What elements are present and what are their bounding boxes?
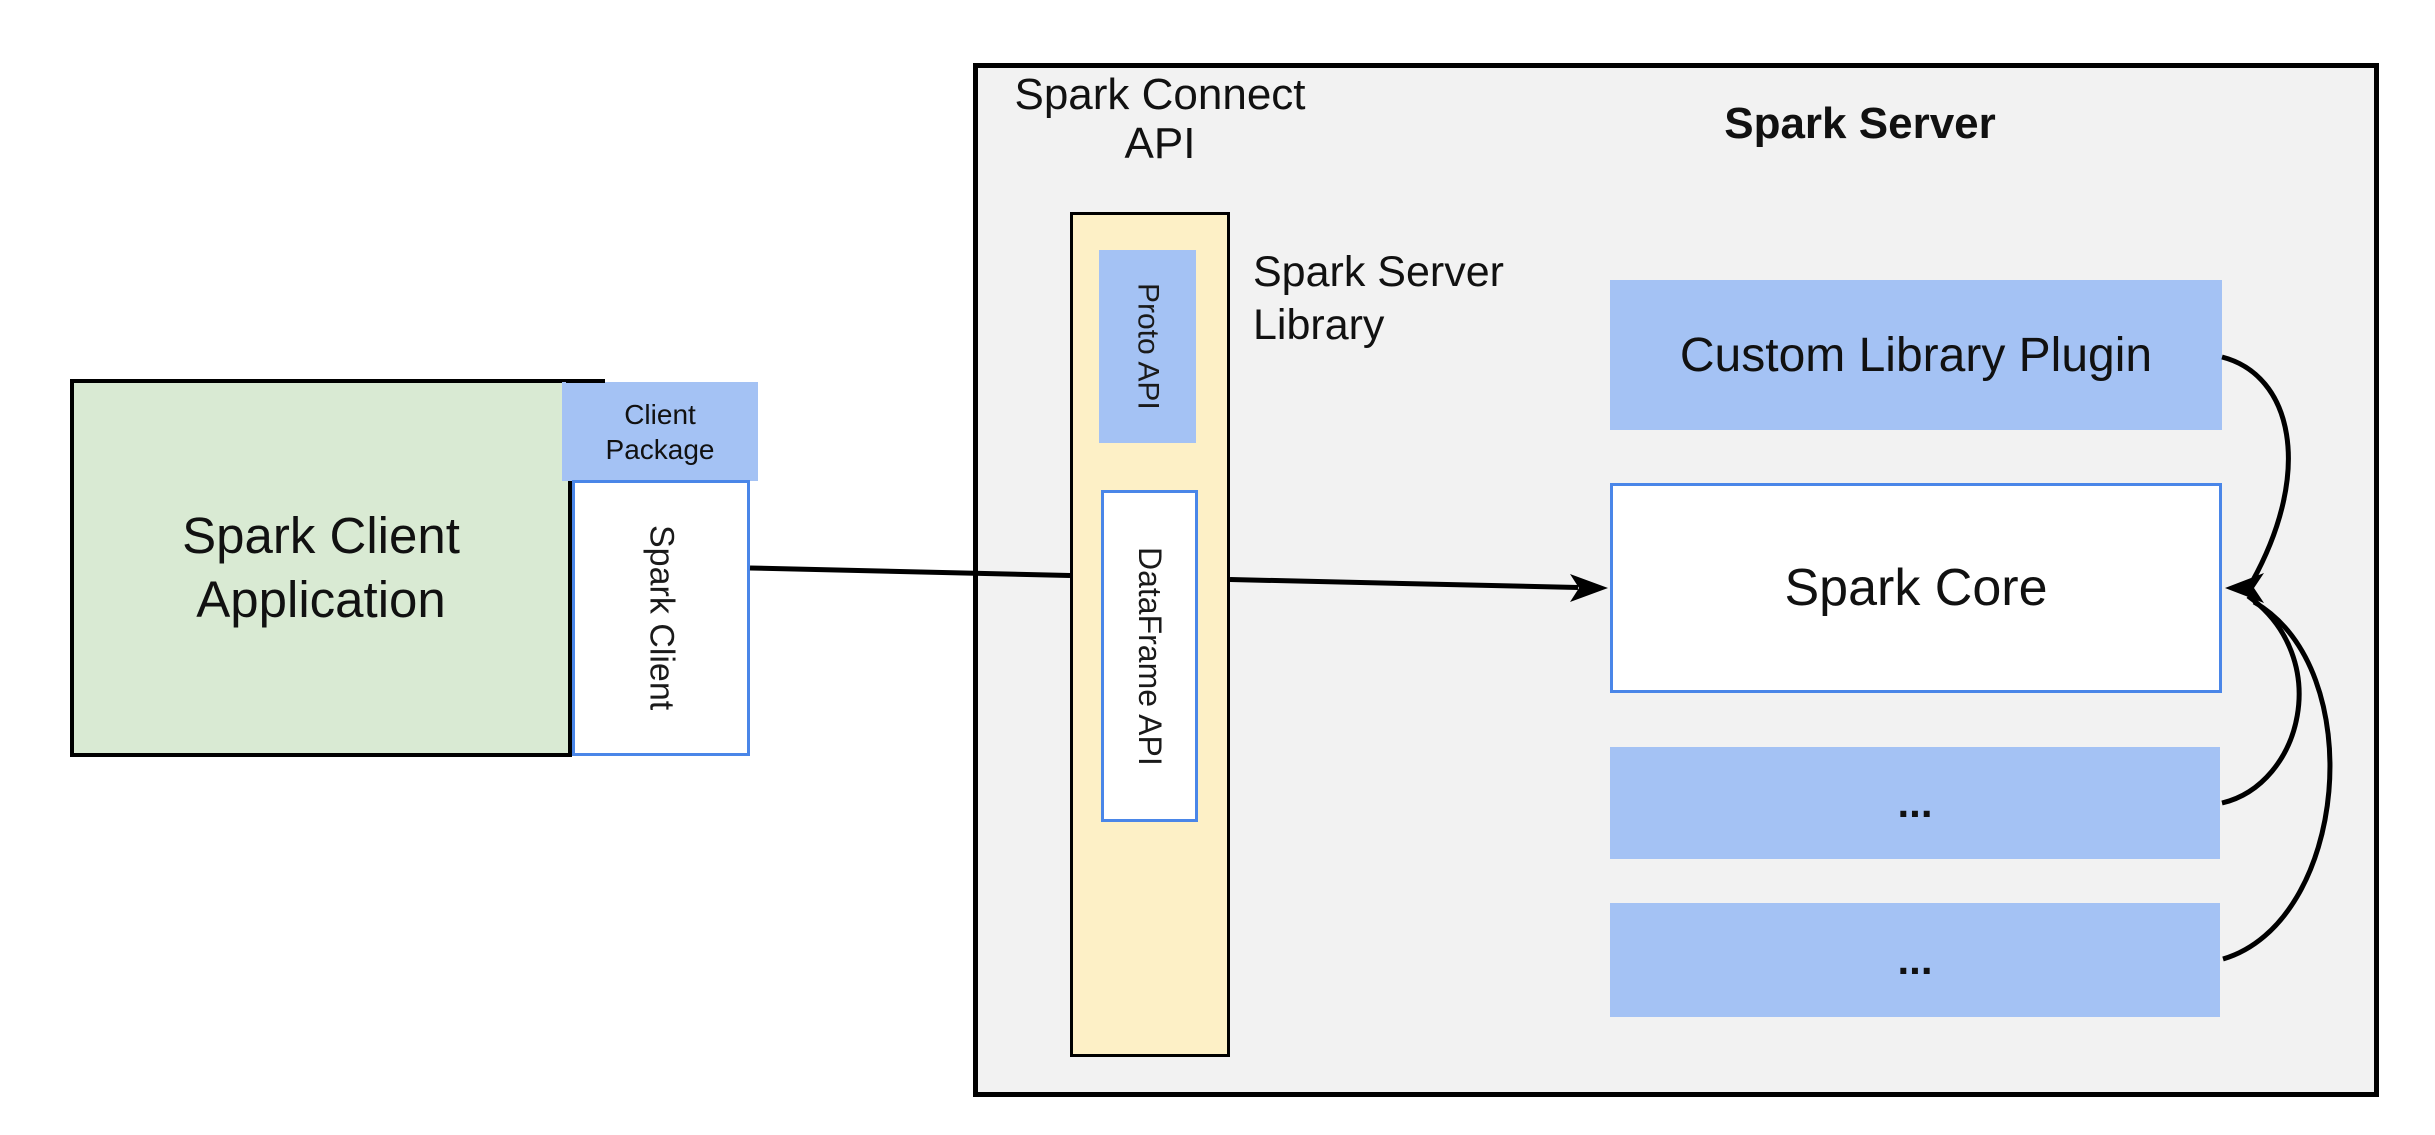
spark-connect-api-label-line2: API [1124, 119, 1196, 168]
spark-core-label: Spark Core [1784, 559, 2048, 617]
spark-client-application-label-line2: Application [196, 571, 446, 628]
spark-client-label: Spark Client [642, 525, 681, 711]
spark-client-application-label-line1: Spark Client [182, 507, 460, 564]
spark-server-library-label-line2: Library [1253, 301, 1385, 349]
spark-connect-api-label-line1: Spark Connect [1014, 70, 1306, 119]
spark-core-box: Spark Core [1610, 483, 2222, 693]
proto-api-label: Proto API [1131, 283, 1165, 410]
spark-client-application-box: Spark Client Application [70, 379, 572, 757]
ellipsis-bottom-label: ... [1897, 936, 1933, 983]
spark-connect-api-label: Spark Connect API [960, 70, 1360, 168]
spark-server-title: Spark Server [1724, 99, 1996, 148]
dataframe-api-label: DataFrame API [1132, 546, 1168, 766]
client-package-label-line1: Client [624, 398, 696, 430]
ellipsis-top-label: ... [1897, 779, 1933, 826]
client-package-label-line2: Package [605, 433, 715, 465]
ellipsis-box-bottom: ... [1610, 903, 2220, 1017]
custom-library-plugin-box: Custom Library Plugin [1610, 280, 2222, 430]
spark-server-library-label-line1: Spark Server [1253, 248, 1504, 296]
dataframe-api-box: DataFrame API [1101, 490, 1198, 822]
custom-library-plugin-label: Custom Library Plugin [1679, 328, 2153, 382]
ellipsis-box-top: ... [1610, 747, 2220, 859]
spark-server-library-label: Spark Server Library [1253, 246, 1613, 352]
client-package-box: Client Package [562, 382, 758, 481]
spark-client-box: Spark Client [572, 480, 750, 756]
proto-api-box: Proto API [1099, 250, 1196, 443]
